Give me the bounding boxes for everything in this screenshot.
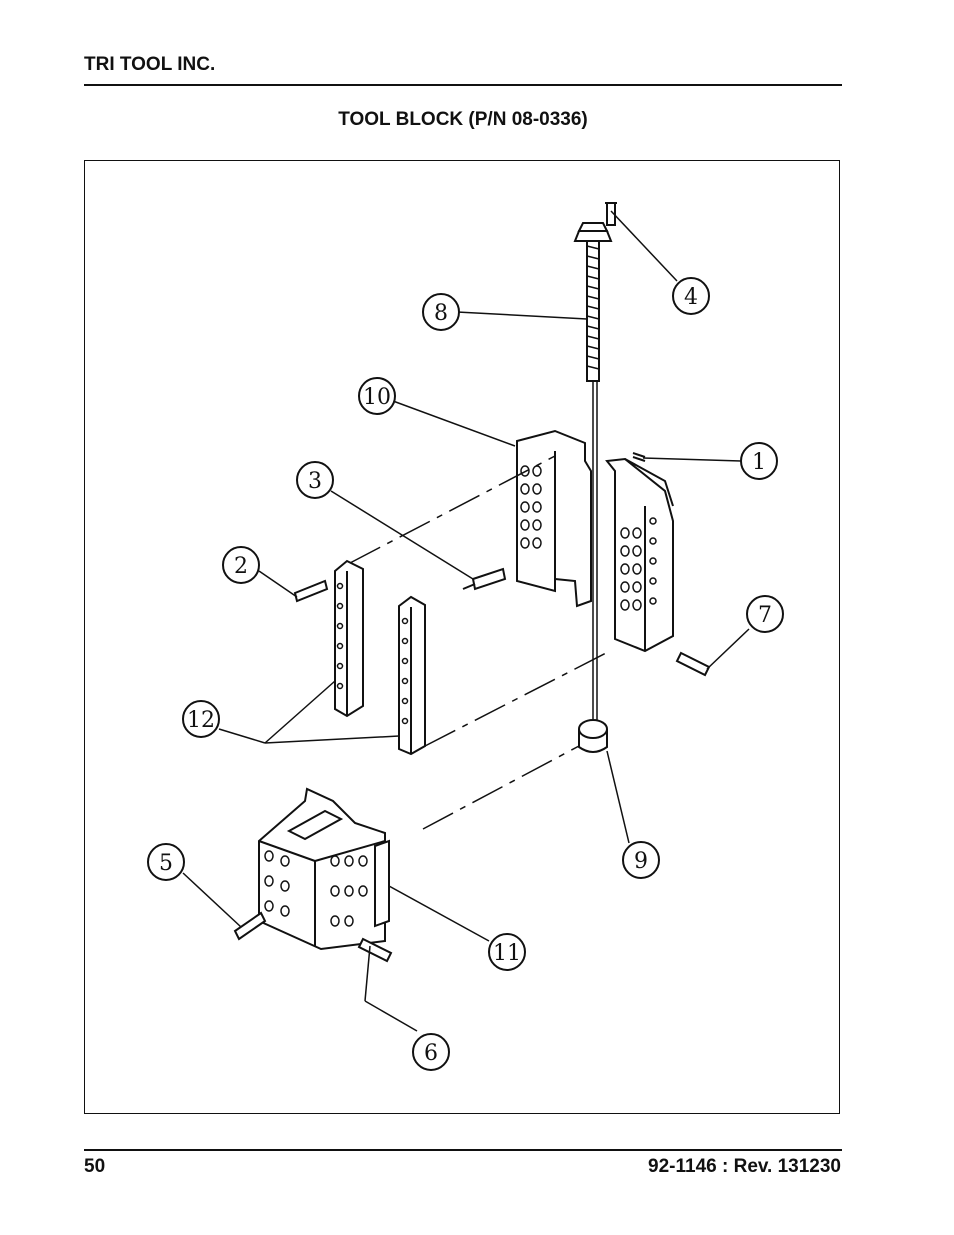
svg-text:2: 2 [234, 554, 248, 579]
callout-12: 12 [182, 700, 220, 738]
leader-lines [182, 210, 750, 1032]
screw-7 [675, 651, 711, 677]
svg-text:6: 6 [424, 1041, 438, 1066]
bushing-9 [578, 719, 608, 753]
page-title: TOOL BLOCK (P/N 08-0336) [338, 109, 588, 130]
set-screw-4 [605, 202, 617, 226]
footer-rule [84, 1149, 842, 1151]
pin-1 [632, 452, 646, 462]
threaded-rod [573, 222, 613, 726]
screw-6 [357, 937, 393, 963]
callout-balloons: 1 2 3 4 5 6 7 8 9 10 11 12 [147, 277, 784, 1071]
mounting-holes [520, 465, 657, 611]
svg-text:7: 7 [758, 603, 772, 628]
page-number: 50 [84, 1156, 106, 1177]
header-rule [84, 84, 842, 86]
callout-9: 9 [622, 841, 660, 879]
screw-2 [293, 579, 329, 603]
svg-text:4: 4 [684, 285, 698, 310]
callout-4: 4 [672, 277, 710, 315]
svg-text:8: 8 [434, 301, 448, 326]
company-name: TRI TOOL INC. [84, 54, 216, 75]
exploded-assembly-drawing: 1 2 3 4 5 6 7 8 9 10 11 12 [147, 202, 784, 1071]
diagram-frame: 1 2 3 4 5 6 7 8 9 10 11 12 [84, 160, 840, 1114]
callout-3: 3 [296, 461, 334, 499]
center-block [516, 429, 592, 608]
screw-3 [462, 567, 507, 591]
callout-10: 10 [358, 377, 396, 415]
svg-text:9: 9 [634, 849, 648, 874]
callout-6: 6 [412, 1033, 450, 1071]
callout-7: 7 [746, 595, 784, 633]
svg-text:12: 12 [187, 708, 215, 733]
svg-text:1: 1 [752, 450, 766, 475]
svg-text:5: 5 [159, 851, 173, 876]
callout-1: 1 [740, 442, 778, 480]
callout-8: 8 [422, 293, 460, 331]
svg-text:3: 3 [308, 469, 322, 494]
svg-text:10: 10 [363, 385, 391, 410]
callout-2: 2 [222, 546, 260, 584]
callout-11: 11 [488, 933, 526, 971]
document-revision: 92-1146 : Rev. 131230 [648, 1156, 841, 1177]
gib-strips [334, 559, 426, 756]
base-block [258, 787, 390, 951]
assembly-centerlines [349, 455, 611, 830]
screw-5 [233, 911, 267, 941]
svg-text:11: 11 [493, 941, 521, 966]
callout-5: 5 [147, 843, 185, 881]
